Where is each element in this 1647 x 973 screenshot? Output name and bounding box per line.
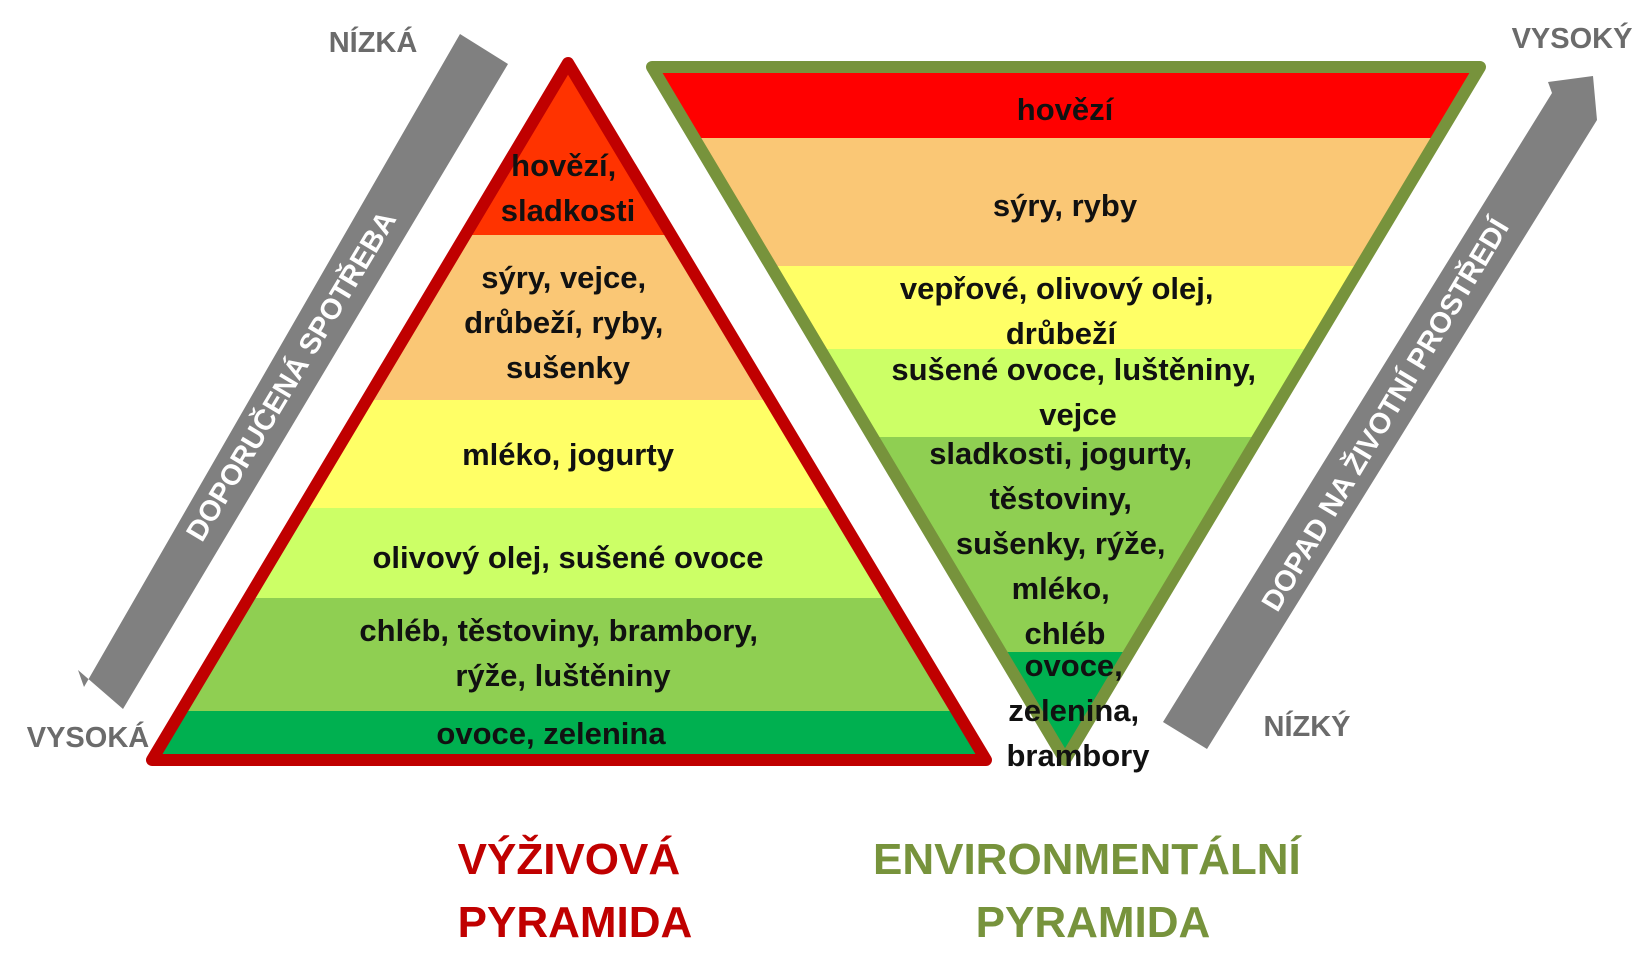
env-band-6-label: ovoce, zelenina, brambory — [1007, 648, 1151, 773]
right-axis-bottom-end: NÍZKÝ — [1264, 709, 1351, 743]
left-arrow-shape — [78, 34, 508, 709]
environmental-pyramid-outline — [646, 61, 1486, 766]
nutri-band-6-label: ovoce, zelenina — [436, 716, 666, 751]
nutri-band-5-label: chléb, těstoviny, brambory, rýže, luštěn… — [359, 613, 766, 693]
nutri-band-6 — [152, 711, 986, 760]
env-band-5-label: sladkosti, jogurty, těstoviny, sušenky, … — [929, 436, 1201, 651]
env-band-1-label: hovězí — [1017, 92, 1115, 127]
environmental-pyramid-title: ENVIRONMENTÁLNÍ PYRAMIDA — [873, 834, 1313, 947]
nutri-band-1-label: hovězí, sladkosti — [501, 148, 635, 228]
nutri-band-4-label: olivový olej, sušené ovoce — [372, 540, 763, 575]
env-band-4-label: sušené ovoce, luštěniny, vejce — [891, 352, 1264, 432]
env-band-3-label: vepřové, olivový olej, drůbeží — [900, 271, 1222, 351]
left-axis-top-end: NÍZKÁ — [329, 25, 418, 59]
nutri-band-2-label: sýry, vejce, drůbeží, ryby, sušenky — [464, 260, 672, 385]
env-band-2 — [652, 138, 1480, 266]
right-arrow-shape — [1163, 76, 1597, 749]
left-axis-bottom-end: VYSOKÁ — [27, 720, 150, 754]
nutrition-pyramid-title: VÝŽIVOVÁ PYRAMIDA — [458, 834, 693, 947]
nutri-band-5 — [152, 598, 986, 711]
env-band-1 — [652, 67, 1480, 138]
nutri-band-3-label: mléko, jogurty — [462, 437, 675, 472]
right-axis-top-end: VYSOKÝ — [1512, 21, 1633, 55]
nutrition-pyramid-outline — [146, 57, 992, 766]
env-band-2-label: sýry, ryby — [993, 188, 1138, 223]
